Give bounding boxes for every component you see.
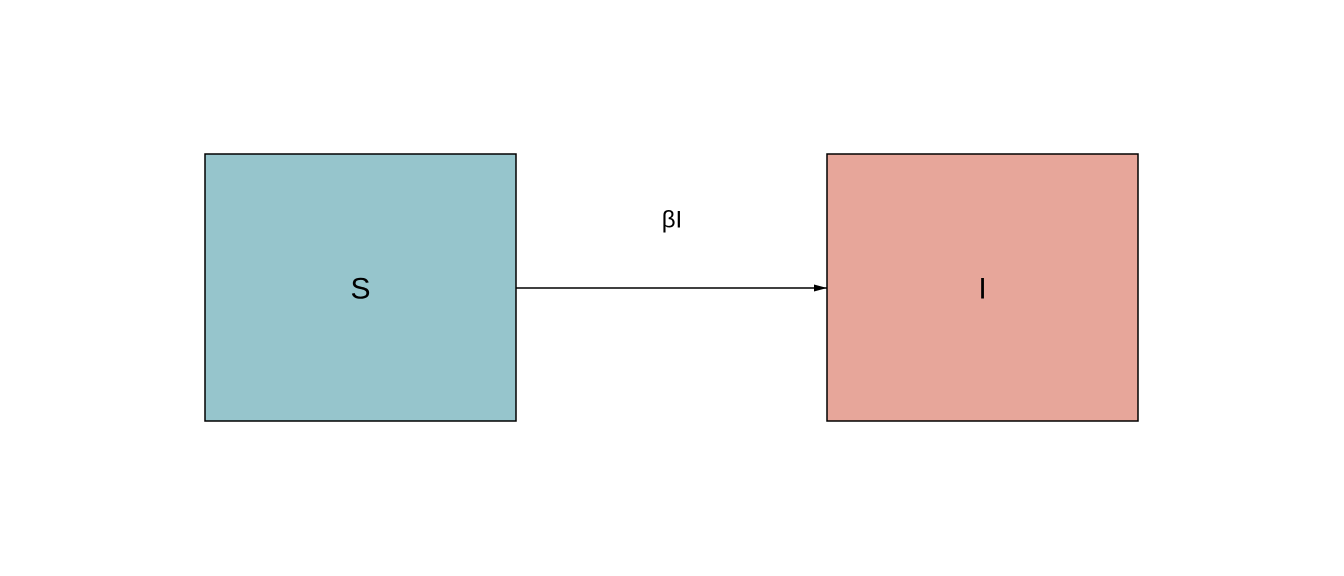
node-i-box (826, 153, 1139, 422)
node-i-label: I (978, 273, 986, 306)
node-s-label: S (350, 273, 370, 306)
transition-rate-label: βI (662, 207, 682, 234)
node-s-box (204, 153, 517, 422)
node-i: I (826, 153, 1139, 422)
node-s: S (204, 153, 517, 422)
edge-s-to-i: βI (516, 207, 827, 292)
